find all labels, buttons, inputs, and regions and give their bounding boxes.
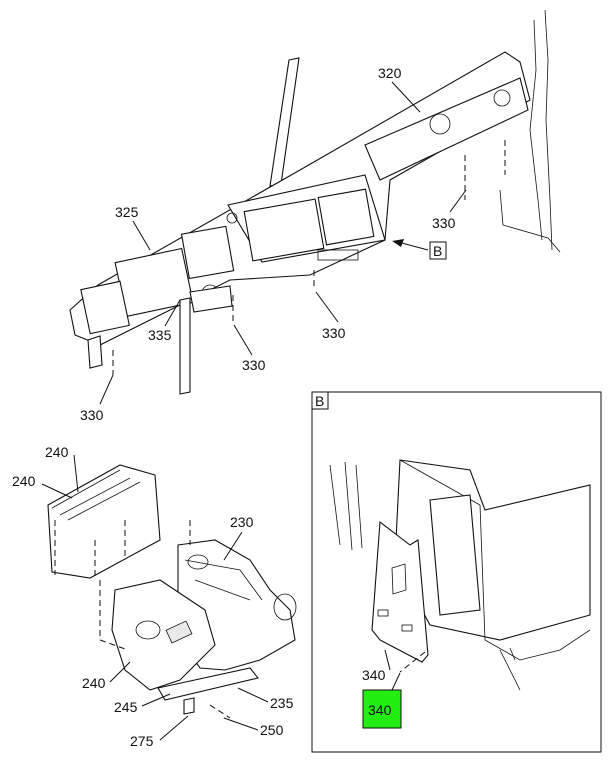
callout-320: 320 <box>378 65 402 81</box>
leader-line-325 <box>132 220 151 251</box>
callout-330-left: 330 <box>80 407 104 423</box>
bracket-assembly <box>47 464 297 719</box>
leader-line-235 <box>237 687 269 703</box>
leader-line-230 <box>223 531 243 561</box>
leader-line-330-left <box>99 374 114 405</box>
leader-line-250 <box>223 717 259 731</box>
view-reference-b: B <box>392 239 447 260</box>
callout-330-right: 330 <box>432 215 456 231</box>
leader-line-340-highlight <box>391 672 401 691</box>
leader-line-320 <box>391 81 421 113</box>
callout-245: 245 <box>114 699 138 715</box>
callout-275: 275 <box>130 733 154 749</box>
view-reference-b-label: B <box>433 243 442 259</box>
leader-line-245 <box>141 693 171 707</box>
leader-line-330-mid <box>233 324 253 356</box>
leader-line-240-top-1 <box>73 454 79 493</box>
leader-line-240-top-2 <box>41 483 73 499</box>
leader-line-330-center <box>315 291 339 323</box>
highlighted-part-box[interactable] <box>362 689 402 729</box>
leader-line-240-bottom <box>109 661 131 683</box>
callout-335: 335 <box>148 327 172 343</box>
callout-340-label: 340 <box>362 667 386 683</box>
callout-240-top-1: 240 <box>45 444 69 460</box>
callout-240-top-2: 240 <box>12 473 36 489</box>
callout-330-center: 330 <box>322 325 346 341</box>
leader-line-330-right <box>449 189 467 213</box>
callout-235: 235 <box>270 695 294 711</box>
callout-230: 230 <box>230 514 254 530</box>
detail-view-title: B <box>315 393 324 409</box>
detail-view-b: B <box>311 391 602 753</box>
callout-250: 250 <box>260 722 284 738</box>
callout-240-bottom: 240 <box>82 675 106 691</box>
callout-340-highlight[interactable]: 340 <box>368 702 392 718</box>
leader-line-275 <box>159 715 189 741</box>
leader-line-335 <box>164 299 181 327</box>
detail-view-title-box <box>311 391 329 410</box>
leader-line-340 <box>384 649 391 671</box>
callout-325: 325 <box>115 204 139 220</box>
callout-330-mid: 330 <box>242 357 266 373</box>
dashboard-panel-assembly <box>69 9 561 395</box>
